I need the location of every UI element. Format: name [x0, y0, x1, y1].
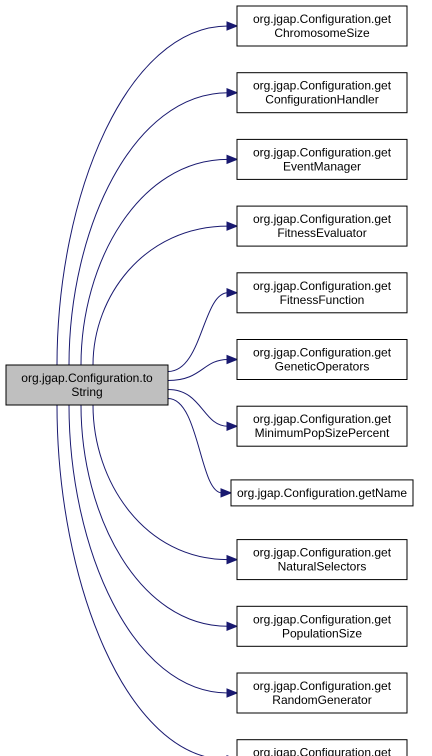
arrow-head-icon	[226, 621, 239, 632]
target-node-box	[236, 672, 408, 714]
target-node[interactable]: org.jgap.Configuration.getConfigurationH…	[236, 72, 408, 114]
target-node[interactable]: org.jgap.Configuration.getGeneticOperato…	[236, 339, 408, 380]
target-node-box	[236, 339, 408, 380]
node-label-line: GeneticOperators	[275, 360, 370, 374]
arrow-head-icon	[226, 288, 239, 298]
node-label-line: RandomGenerator	[272, 693, 371, 707]
node-label-line: org.jgap.Configuration.get	[253, 212, 392, 226]
call-edge	[56, 404, 206, 756]
target-node-box	[236, 138, 408, 180]
target-node-box	[230, 479, 414, 507]
call-edge	[167, 292, 229, 372]
target-node-box	[236, 72, 408, 114]
call-edge	[167, 359, 229, 381]
node-label-line: org.jgap.Configuration.get	[253, 12, 392, 26]
call-edge	[167, 398, 223, 494]
edges	[56, 21, 239, 756]
target-node-box	[236, 405, 408, 447]
call-edge	[80, 404, 229, 627]
node-label-line: ConfigurationHandler	[265, 93, 378, 107]
node-label-line: ChromosomeSize	[274, 26, 370, 40]
arrow-head-icon	[226, 87, 239, 98]
node-label-line: NaturalSelectors	[278, 560, 367, 574]
arrow-head-icon	[226, 221, 239, 231]
arrow-head-icon	[220, 488, 233, 498]
node-label-line: org.jgap.Configuration.getName	[237, 486, 407, 500]
arrow-head-icon	[226, 421, 239, 431]
node-label-line: String	[71, 385, 102, 399]
call-edge	[56, 25, 229, 366]
call-edge	[92, 225, 229, 366]
call-edge	[68, 92, 229, 366]
target-node[interactable]: org.jgap.Configuration.getFitnessFunctio…	[236, 272, 408, 314]
target-node[interactable]: org.jgap.Configuration.getSampleChromoso…	[236, 739, 408, 756]
node-label-line: org.jgap.Configuration.get	[253, 679, 392, 693]
call-edge	[80, 158, 229, 366]
arrow-head-icon	[226, 688, 239, 698]
node-label-line: FitnessFunction	[280, 293, 365, 307]
target-node[interactable]: org.jgap.Configuration.getRandomGenerato…	[236, 672, 408, 714]
node-label-line: org.jgap.Configuration.to	[21, 371, 153, 385]
target-node-box	[236, 205, 408, 247]
node-label-line: FitnessEvaluator	[277, 226, 366, 240]
target-node-box	[236, 739, 408, 756]
node-label-line: org.jgap.Configuration.get	[253, 346, 392, 360]
node-label-line: MinimumPopSizePercent	[255, 426, 390, 440]
arrow-head-icon	[226, 354, 239, 365]
target-node[interactable]: org.jgap.Configuration.getName	[230, 479, 414, 507]
node-label-line: PopulationSize	[282, 626, 362, 640]
source-node-box	[5, 364, 169, 406]
node-label-line: org.jgap.Configuration.get	[253, 79, 392, 93]
node-label-line: org.jgap.Configuration.get	[253, 746, 392, 756]
node-label-line: EventManager	[283, 159, 361, 173]
call-edge	[68, 404, 229, 694]
target-node-box	[236, 539, 408, 581]
node-label-line: org.jgap.Configuration.get	[253, 412, 392, 426]
call-edge	[167, 389, 229, 427]
node-label-line: org.jgap.Configuration.get	[253, 279, 392, 293]
call-edge	[92, 404, 229, 561]
target-node[interactable]: org.jgap.Configuration.getFitnessEvaluat…	[236, 205, 408, 247]
node-label-line: org.jgap.Configuration.get	[253, 546, 392, 560]
node-label-line: org.jgap.Configuration.get	[253, 612, 392, 626]
arrow-head-icon	[226, 154, 239, 165]
target-node[interactable]: org.jgap.Configuration.getNaturalSelecto…	[236, 539, 408, 581]
target-node-box	[236, 605, 408, 647]
nodes: org.jgap.Configuration.toStringorg.jgap.…	[5, 5, 414, 756]
arrow-head-icon	[226, 554, 239, 565]
node-label-line: org.jgap.Configuration.get	[253, 145, 392, 159]
target-node-box	[236, 5, 408, 47]
arrow-head-icon	[226, 21, 239, 31]
target-node[interactable]: org.jgap.Configuration.getMinimumPopSize…	[236, 405, 408, 447]
target-node-box	[236, 272, 408, 314]
